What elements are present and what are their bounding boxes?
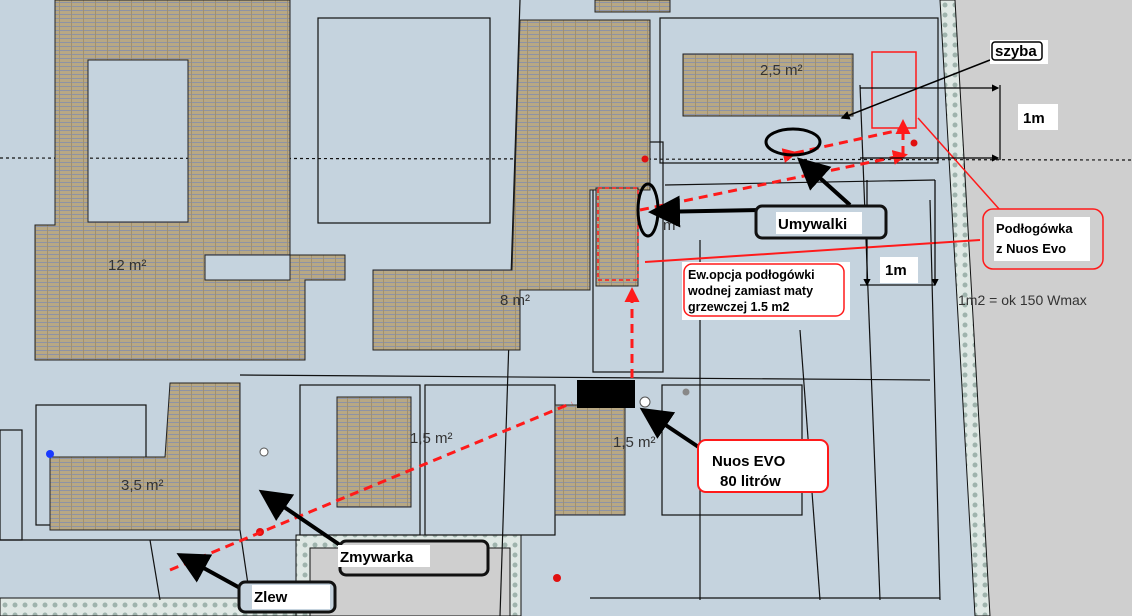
boiler-nuos-evo bbox=[577, 380, 635, 408]
area-label: 2,5 m² bbox=[760, 62, 803, 79]
tile-area-1-5-a bbox=[595, 187, 639, 287]
tile-area-8 bbox=[372, 19, 651, 351]
callout-zmywarka: Zmywarka bbox=[338, 539, 490, 577]
callout-text: Zmywarka bbox=[340, 549, 414, 566]
tile-area-1-5-b bbox=[336, 396, 412, 508]
callout-nuos-evo: Nuos EVO 80 litrów bbox=[697, 439, 829, 493]
tile-area-1-5-c bbox=[554, 404, 626, 516]
area-label: 8 m² bbox=[500, 292, 530, 309]
callout-umywalki: Umywalki bbox=[754, 204, 888, 240]
area-label: 1,5 m² bbox=[410, 430, 453, 447]
callout-text: Nuos EVO bbox=[712, 453, 786, 470]
sink-marker bbox=[764, 127, 822, 157]
tile-area-12 bbox=[34, 0, 346, 361]
callout-text: grzewczej 1.5 m2 bbox=[688, 300, 789, 314]
callout-zlew: Zlew bbox=[237, 580, 337, 614]
callout-text: Ew.opcja podłogówki bbox=[688, 268, 815, 282]
callout-text: Zlew bbox=[254, 589, 288, 606]
exterior bbox=[945, 0, 1132, 616]
shaft-outline bbox=[871, 51, 917, 129]
callout-szyba: szyba bbox=[990, 40, 1048, 64]
callout-text: Podłogówka bbox=[996, 221, 1073, 236]
callout-text: 80 litrów bbox=[720, 473, 781, 490]
area-label: 3,5 m² bbox=[121, 477, 164, 494]
tile-area-2-5 bbox=[682, 53, 854, 117]
callout-text: wodnej zamiast maty bbox=[687, 284, 813, 298]
exterior-wall bbox=[939, 0, 991, 616]
tile-area-3-5 bbox=[49, 382, 241, 531]
dimension-label: 1m bbox=[1023, 110, 1045, 127]
area-label: m² bbox=[663, 217, 681, 234]
dimension-label: 1m bbox=[885, 262, 907, 279]
callout-text: Umywalki bbox=[778, 216, 847, 233]
area-label: 1,5 m² bbox=[613, 434, 656, 451]
area-label: 12 m² bbox=[108, 257, 146, 274]
callout-text: z Nuos Evo bbox=[996, 241, 1066, 256]
callout-option: Ew.opcja podłogówki wodnej zamiast maty … bbox=[682, 262, 850, 320]
callout-podlogowka: Podłogówka z Nuos Evo bbox=[982, 208, 1104, 270]
callout-text: szyba bbox=[995, 43, 1037, 60]
power-note: 1m2 = ok 150 Wmax bbox=[958, 292, 1087, 308]
